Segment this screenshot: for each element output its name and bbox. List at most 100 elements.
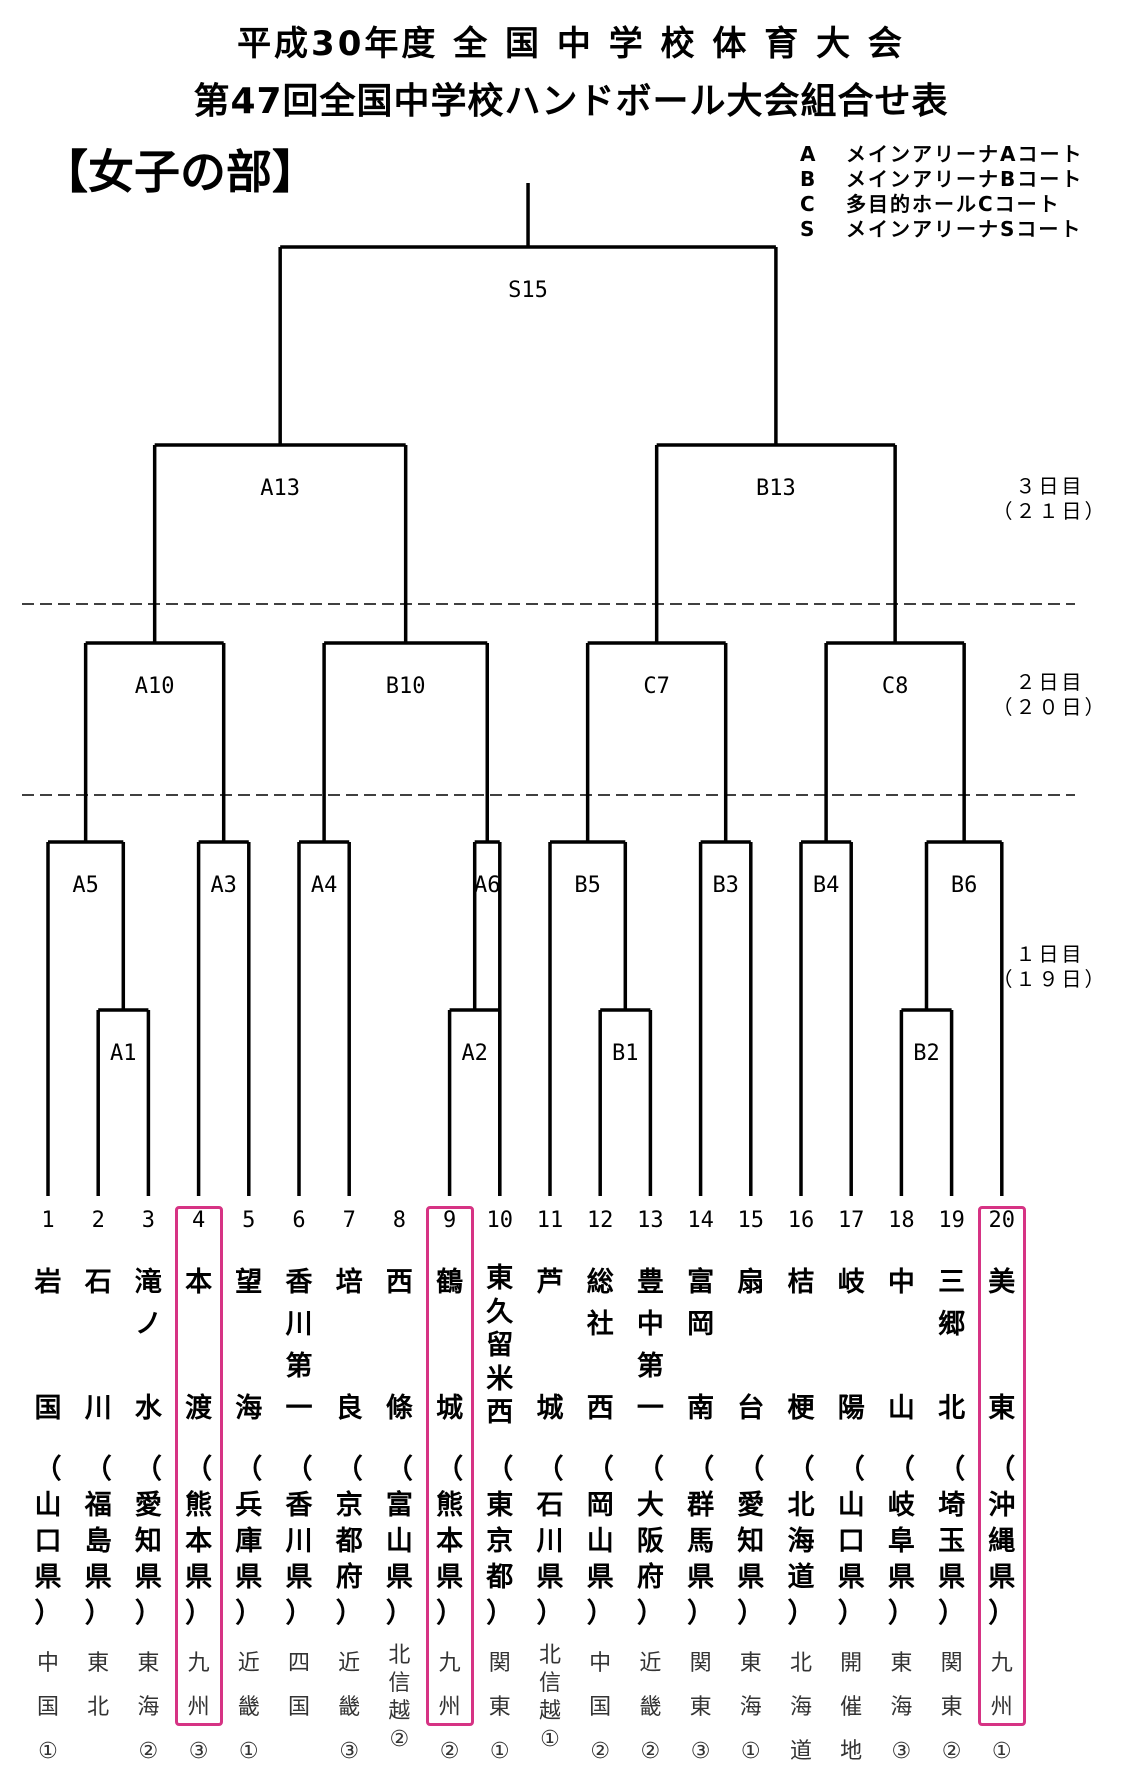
team-prefecture: （福島県） <box>84 1454 112 1629</box>
court-name: メインアリーナSコート <box>846 217 1083 241</box>
team-prefecture: （富山県） <box>385 1454 413 1629</box>
match-label-A5: A5 <box>72 873 99 898</box>
day3-label: ３日目 （２１日） <box>990 474 1110 524</box>
team-number: 20 <box>988 1208 1016 1233</box>
team-prefecture: （兵庫県） <box>235 1454 263 1629</box>
court-legend: A メインアリーナAコート B メインアリーナBコート C 多目的ホールCコート… <box>800 142 1083 242</box>
match-label-B6: B6 <box>951 873 978 898</box>
team-number: 13 <box>637 1208 664 1233</box>
team-highlight-box <box>174 1206 223 1726</box>
match-label-A6: A6 <box>474 873 501 898</box>
team-number: 10 <box>486 1208 514 1233</box>
day-date: （２１日） <box>992 499 1108 523</box>
team-name: 岐陽 <box>837 1267 865 1424</box>
match-label-C7: C7 <box>643 674 670 699</box>
team-name: 本渡 <box>185 1267 213 1424</box>
match-label-A2: A2 <box>461 1041 488 1066</box>
team-name: 芦城 <box>536 1267 564 1424</box>
team-number: 9 <box>442 1208 457 1233</box>
team-prefecture: （岡山県） <box>586 1454 614 1629</box>
match-label-B3: B3 <box>712 873 739 898</box>
match-label-A10: A10 <box>135 674 175 699</box>
court-legend-row: S メインアリーナSコート <box>800 217 1083 242</box>
day-name: １日目 <box>1015 942 1085 966</box>
team-highlight-box <box>977 1206 1026 1726</box>
team-number: 11 <box>536 1208 564 1233</box>
team-column: 桔梗（北海道）北海道 <box>781 1262 821 1764</box>
court-legend-row: C 多目的ホールCコート <box>800 192 1083 217</box>
team-number: 4 <box>191 1208 206 1233</box>
team-highlight-box <box>425 1206 474 1726</box>
match-label-B1: B1 <box>612 1041 639 1066</box>
court-code: B <box>800 167 816 191</box>
match-label-B4: B4 <box>813 873 840 898</box>
match-label-C8: C8 <box>882 674 909 699</box>
match-label-A13: A13 <box>260 476 300 501</box>
title-line2: 第47回全国中学校ハンドボール大会組合せ表 <box>193 81 949 122</box>
team-prefecture: （大阪府） <box>636 1454 664 1629</box>
team-column: 石川（福島県）東北 <box>78 1262 118 1720</box>
team-number: 5 <box>242 1208 256 1233</box>
court-code: C <box>800 192 815 216</box>
team-number: 17 <box>837 1208 865 1233</box>
court-code: A <box>800 142 816 166</box>
team-prefecture: （愛知県） <box>134 1454 162 1629</box>
court-name: メインアリーナAコート <box>846 142 1084 166</box>
match-label-B2: B2 <box>913 1041 940 1066</box>
day1-label: １日目 （１９日） <box>990 942 1110 992</box>
team-region: 東北 <box>87 1651 110 1720</box>
match-label-B13: B13 <box>756 476 796 501</box>
team-number: 7 <box>342 1208 356 1233</box>
team-name: 鶴城 <box>436 1267 464 1424</box>
team-number: 6 <box>292 1208 306 1233</box>
team-number: 18 <box>888 1208 915 1233</box>
team-name: 望海 <box>235 1267 263 1424</box>
match-label-S15: S15 <box>508 278 548 303</box>
team-prefecture: （山口県） <box>34 1454 62 1629</box>
team-prefecture: （東京都） <box>486 1454 514 1629</box>
team-name: 富岡南 <box>687 1267 715 1424</box>
day-date: （１９日） <box>992 967 1108 991</box>
team-number: 15 <box>737 1208 765 1233</box>
team-name: 西條 <box>385 1267 413 1424</box>
match-label-B10: B10 <box>386 674 426 699</box>
team-name: 三郷北 <box>938 1267 966 1424</box>
match-label-B5: B5 <box>574 873 601 898</box>
team-number: 14 <box>687 1208 714 1233</box>
match-label-A1: A1 <box>110 1041 137 1066</box>
team-prefecture: （熊本県） <box>185 1454 213 1629</box>
team-name: 中山 <box>887 1267 915 1424</box>
court-name: メインアリーナBコート <box>846 167 1084 191</box>
court-legend-row: A メインアリーナAコート <box>800 142 1083 167</box>
match-label-A4: A4 <box>311 873 338 898</box>
team-column: 岐陽（山口県）開催地 <box>831 1262 871 1764</box>
team-prefecture: （京都府） <box>335 1454 363 1629</box>
team-number: 2 <box>91 1208 105 1233</box>
team-prefecture: （埼玉県） <box>938 1454 966 1629</box>
team-name: 培良 <box>335 1267 363 1424</box>
team-prefecture: （群馬県） <box>687 1454 715 1629</box>
division-label: 【女子の部】 <box>42 145 318 199</box>
team-name: 美東 <box>988 1267 1016 1424</box>
team-name: 香川第一 <box>285 1267 313 1424</box>
